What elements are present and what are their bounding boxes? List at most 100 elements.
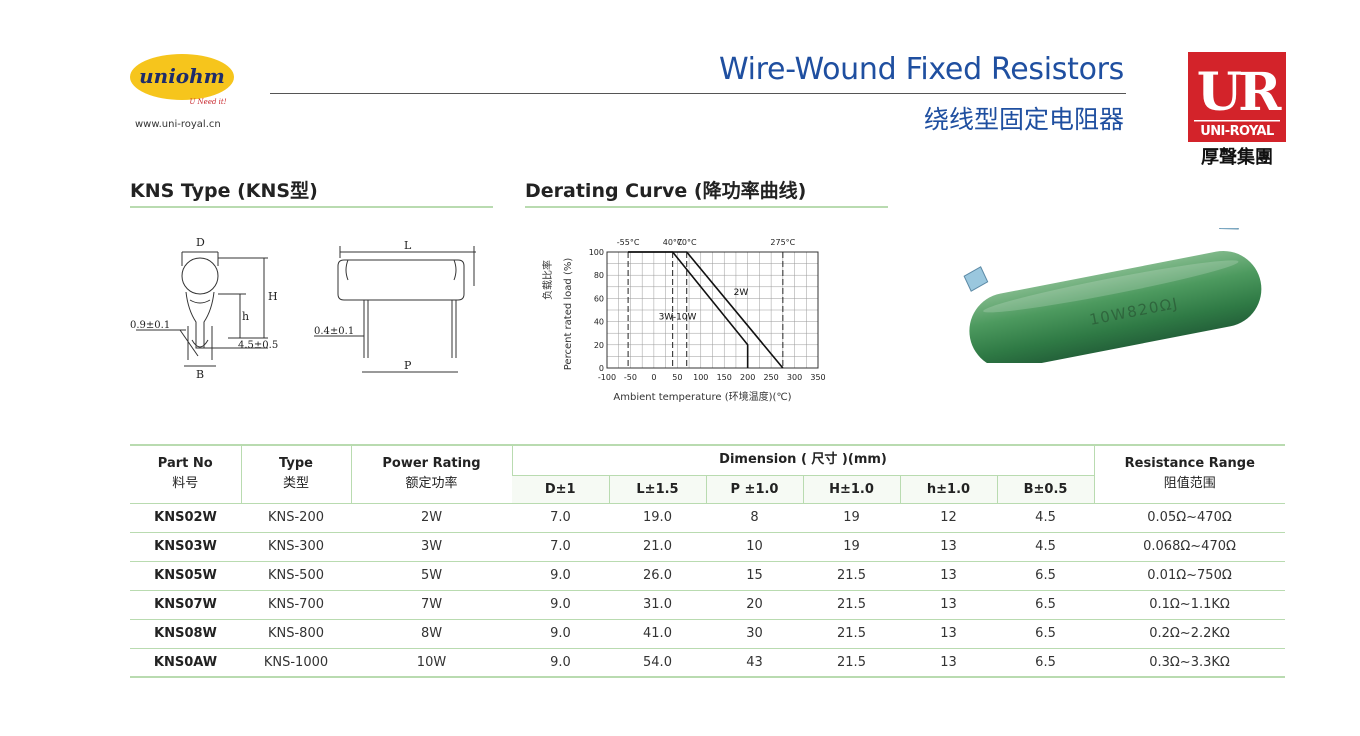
x-tick-label: 350 (810, 373, 825, 382)
y-tick-label: 0 (599, 364, 604, 373)
cell-d: 7.0 (512, 503, 609, 533)
cell-part-no: KNS05W (130, 561, 241, 591)
cell-resistance: 0.3Ω~3.3KΩ (1094, 648, 1286, 678)
header-dim-p: P ±1.0 (705, 474, 803, 503)
plot-frame (606, 251, 819, 369)
y-tick-label: 20 (594, 341, 604, 350)
y-axis-label-cn: 负载比率 (541, 260, 554, 300)
cell-d: 9.0 (512, 619, 609, 649)
cell-l: 19.0 (609, 503, 706, 533)
cell-h-upper: 21.5 (803, 561, 900, 591)
uni-royal-logo: UR UNI-ROYAL 厚聲集團 (1188, 52, 1286, 167)
resistor-end-circle (181, 257, 219, 295)
cell-d: 9.0 (512, 561, 609, 591)
label-h-upper: H (268, 290, 278, 303)
cell-type: KNS-300 (241, 532, 351, 562)
brand-name: uniohm (139, 64, 225, 88)
cell-resistance: 0.2Ω~2.2KΩ (1094, 619, 1286, 649)
header-dim-h-lower: h±1.0 (899, 474, 997, 503)
cell-h-upper: 19 (803, 503, 900, 533)
header-dim-h-upper: H±1.0 (802, 474, 900, 503)
x-tick-label: 300 (787, 373, 802, 382)
cell-h-upper: 19 (803, 532, 900, 562)
cell-d: 9.0 (512, 590, 609, 620)
uniohm-logo: uniohm U Need it! (130, 54, 234, 106)
cell-h-upper: 21.5 (803, 590, 900, 620)
header-divider (270, 93, 1126, 94)
dimension-drawing: D H h B 0.9±0.1 4.5±0.5 L 0.4±0.1 P (130, 236, 476, 380)
y-tick-label: 60 (594, 294, 604, 303)
kns-heading-underline (130, 206, 493, 208)
cell-p: 20 (706, 590, 803, 620)
temp-annotation: 275°C (770, 238, 795, 247)
cell-resistance: 0.068Ω~470Ω (1094, 532, 1286, 562)
cell-part-no: KNS0AW (130, 648, 241, 678)
label-lead-04: 0.4±0.1 (314, 326, 354, 337)
label-l: L (404, 239, 412, 252)
page-title-cn: 绕线型固定电阻器 (923, 105, 1124, 134)
cell-p: 30 (706, 619, 803, 649)
cell-type: KNS-500 (241, 561, 351, 591)
x-axis-label: Ambient temperature (环境温度)(℃) (613, 390, 791, 403)
label-lead-45: 4.5±0.5 (238, 340, 278, 351)
ur-name: UNI-ROYAL (1200, 124, 1274, 139)
table-row: KNS08W KNS-800 8W 9.0 41.0 30 21.5 13 6.… (130, 619, 1286, 649)
cell-power: 5W (351, 561, 512, 591)
header-dim-l: L±1.5 (608, 474, 706, 503)
x-tick-label: 200 (740, 373, 755, 382)
cell-h-lower: 13 (900, 532, 997, 562)
cell-l: 54.0 (609, 648, 706, 678)
cell-power: 2W (351, 503, 512, 533)
cell-power: 7W (351, 590, 512, 620)
cell-h-upper: 21.5 (803, 619, 900, 649)
cell-part-no: KNS07W (130, 590, 241, 620)
cell-type: KNS-800 (241, 619, 351, 649)
cell-l: 26.0 (609, 561, 706, 591)
cell-h-lower: 13 (900, 648, 997, 678)
cell-h-upper: 21.5 (803, 648, 900, 678)
cell-h-lower: 13 (900, 619, 997, 649)
temp-annotation: 40°C (663, 238, 683, 247)
header-dim-d: D±1 (512, 474, 609, 503)
derating-curve-heading: Derating Curve (降功率曲线) (525, 180, 807, 202)
cell-power: 3W (351, 532, 512, 562)
cell-l: 21.0 (609, 532, 706, 562)
brand-tagline: U Need it! (189, 98, 226, 106)
series-line (628, 251, 749, 368)
table-row: KNS02W KNS-200 2W 7.0 19.0 8 19 12 4.5 0… (130, 503, 1286, 533)
table-row: KNS07W KNS-700 7W 9.0 31.0 20 21.5 13 6.… (130, 590, 1286, 620)
x-tick-label: 0 (651, 373, 656, 382)
cell-part-no: KNS08W (130, 619, 241, 649)
header-dim-b: B±0.5 (996, 474, 1095, 503)
x-tick-label: -50 (624, 373, 637, 382)
cell-type: KNS-1000 (241, 648, 351, 678)
label-h-lower: h (242, 310, 249, 323)
temp-annotation: -55°C (617, 238, 640, 247)
cell-b: 6.5 (997, 619, 1095, 649)
series-label: 3W-10W (659, 312, 697, 322)
y-tick-label: 80 (594, 271, 604, 280)
chart-dashed-lines (627, 252, 784, 368)
temp-annotation: 70°C (677, 238, 697, 247)
page-title: Wire-Wound Fixed Resistors (718, 52, 1124, 87)
curve-heading-underline (525, 206, 888, 208)
cell-d: 9.0 (512, 648, 609, 678)
chart-series (628, 251, 784, 369)
x-tick-label: -100 (598, 373, 616, 382)
series-label: 2W (734, 288, 749, 298)
chart-grid (606, 251, 819, 369)
label-p: P (404, 359, 412, 372)
cell-h-lower: 13 (900, 561, 997, 591)
cell-b: 4.5 (997, 503, 1095, 533)
cell-b: 4.5 (997, 532, 1095, 562)
y-tick-label: 100 (589, 248, 604, 257)
kns-type-heading: KNS Type (KNS型) (130, 180, 318, 202)
cell-d: 7.0 (512, 532, 609, 562)
website-url: www.uni-royal.cn (135, 119, 221, 130)
